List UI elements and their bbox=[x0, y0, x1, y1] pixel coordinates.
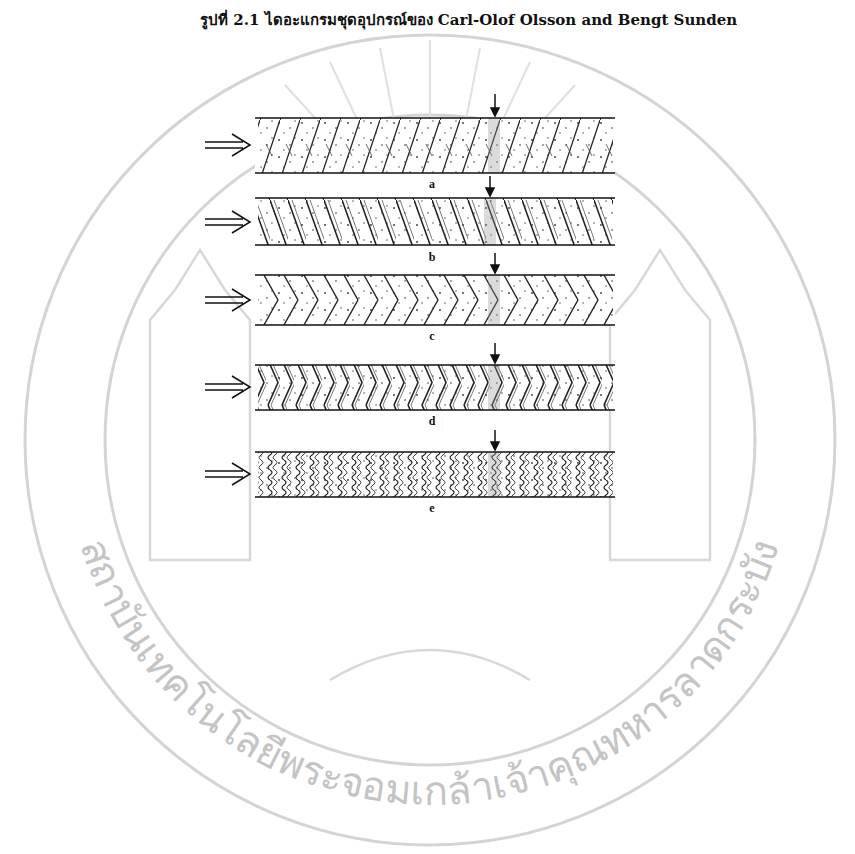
flow-arrow bbox=[205, 134, 250, 485]
panel-letter: b bbox=[427, 251, 438, 264]
panel-letter: d bbox=[427, 415, 438, 428]
figure-title: รูปที่ 2.1 ไดอะแกรมชุดอุปกรณ์ของ Carl-Ol… bbox=[200, 8, 737, 32]
panel-letter: e bbox=[427, 502, 436, 515]
svg-text:สถาบันเทคโนโลยีพระจอมเกล้าเจ้า: สถาบันเทคโนโลยีพระจอมเกล้าเจ้าคุณทหารลาด… bbox=[72, 533, 789, 814]
seal-text: สถาบันเทคโนโลยีพระจอมเกล้าเจ้าคุณทหารลาด… bbox=[72, 533, 789, 814]
seal-watermark bbox=[25, 35, 835, 845]
measurement-arrow bbox=[486, 94, 499, 450]
channel-panel bbox=[255, 452, 615, 497]
channel-panel bbox=[255, 118, 615, 173]
channel-panel bbox=[255, 275, 615, 325]
panel-letter: c bbox=[427, 330, 436, 343]
channel-panel bbox=[255, 365, 615, 410]
channel-panel bbox=[255, 198, 615, 245]
panel-letter: a bbox=[427, 178, 437, 191]
